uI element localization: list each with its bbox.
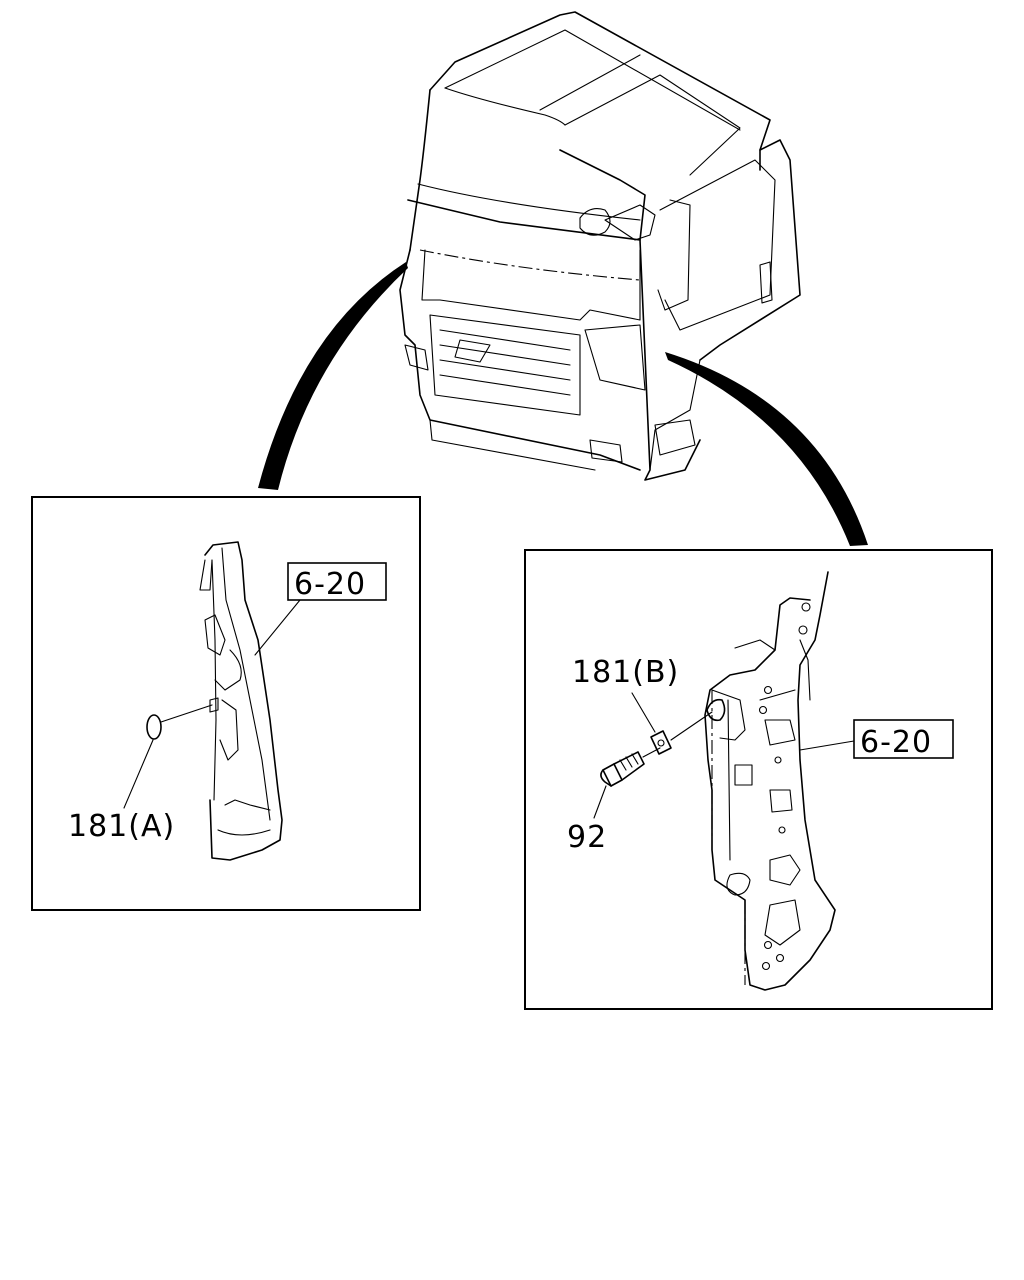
left-ref-label: 6-20 bbox=[294, 567, 366, 602]
left-ref-box bbox=[287, 562, 387, 601]
right-ref-box bbox=[853, 719, 954, 759]
left-detail-frame bbox=[31, 496, 421, 911]
clip-181b-icon bbox=[650, 730, 672, 755]
bolt-92-icon bbox=[600, 751, 645, 787]
truck-cab-illustration bbox=[399, 11, 801, 481]
right-bolt-label: 92 bbox=[567, 820, 607, 855]
left-callout-arc bbox=[258, 262, 408, 490]
left-part-label: 181(A) bbox=[68, 809, 175, 844]
plug-181a-icon bbox=[146, 714, 162, 740]
right-detail-frame bbox=[524, 549, 993, 1010]
right-pillar-part bbox=[704, 571, 836, 991]
left-pillar-part bbox=[199, 541, 283, 861]
right-part-b-label: 181(B) bbox=[572, 655, 679, 690]
right-callout-arc bbox=[665, 352, 868, 546]
right-ref-label: 6-20 bbox=[860, 725, 932, 760]
